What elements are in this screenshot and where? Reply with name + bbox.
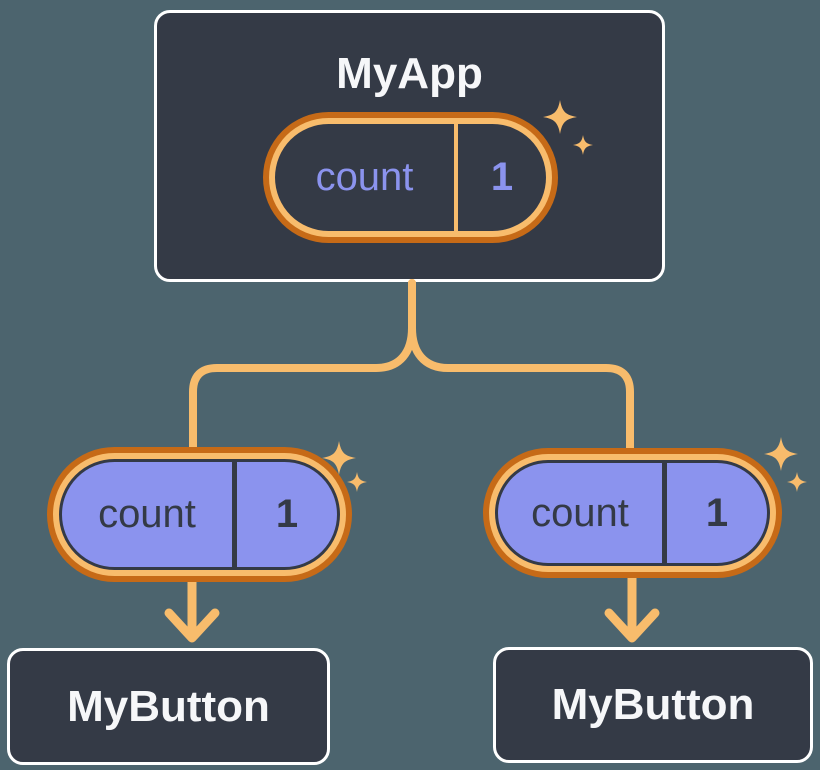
prop-divider <box>232 462 237 567</box>
branch-right-line <box>408 279 634 464</box>
component-name: MyButton <box>67 681 270 731</box>
sparkle-icon <box>764 437 798 471</box>
prop-badge-ring: count 1 <box>489 454 776 572</box>
prop-value: 1 <box>490 155 514 199</box>
component-name: MyButton <box>551 680 755 729</box>
prop-value: 1 <box>275 492 299 536</box>
sparkle-icon <box>787 472 807 492</box>
prop-badge-right: count 1 <box>483 448 782 578</box>
component-name: MyApp <box>336 49 483 98</box>
prop-badge-body: count 1 <box>495 460 770 566</box>
prop-badge-ring: count 1 <box>53 453 346 576</box>
arrow-right <box>604 571 660 643</box>
prop-divider <box>662 463 667 563</box>
prop-name: count <box>98 492 196 536</box>
branch-left-line <box>189 279 416 464</box>
state-badge-root: count 1 <box>263 112 558 243</box>
prop-value: 1 <box>705 490 729 535</box>
prop-name: count <box>315 155 414 199</box>
state-badge-ring: count 1 <box>269 118 552 237</box>
component-node-mybutton-left: MyButton <box>7 648 330 765</box>
prop-badge-left: count 1 <box>47 447 352 582</box>
sparkle-icon <box>347 472 367 492</box>
component-node-mybutton-right: MyButton <box>493 647 813 763</box>
state-badge-body: count 1 <box>275 124 546 231</box>
prop-name: count <box>531 490 629 535</box>
arrow-left <box>164 571 220 643</box>
prop-badge-body: count 1 <box>59 459 340 570</box>
prop-divider <box>454 124 458 231</box>
